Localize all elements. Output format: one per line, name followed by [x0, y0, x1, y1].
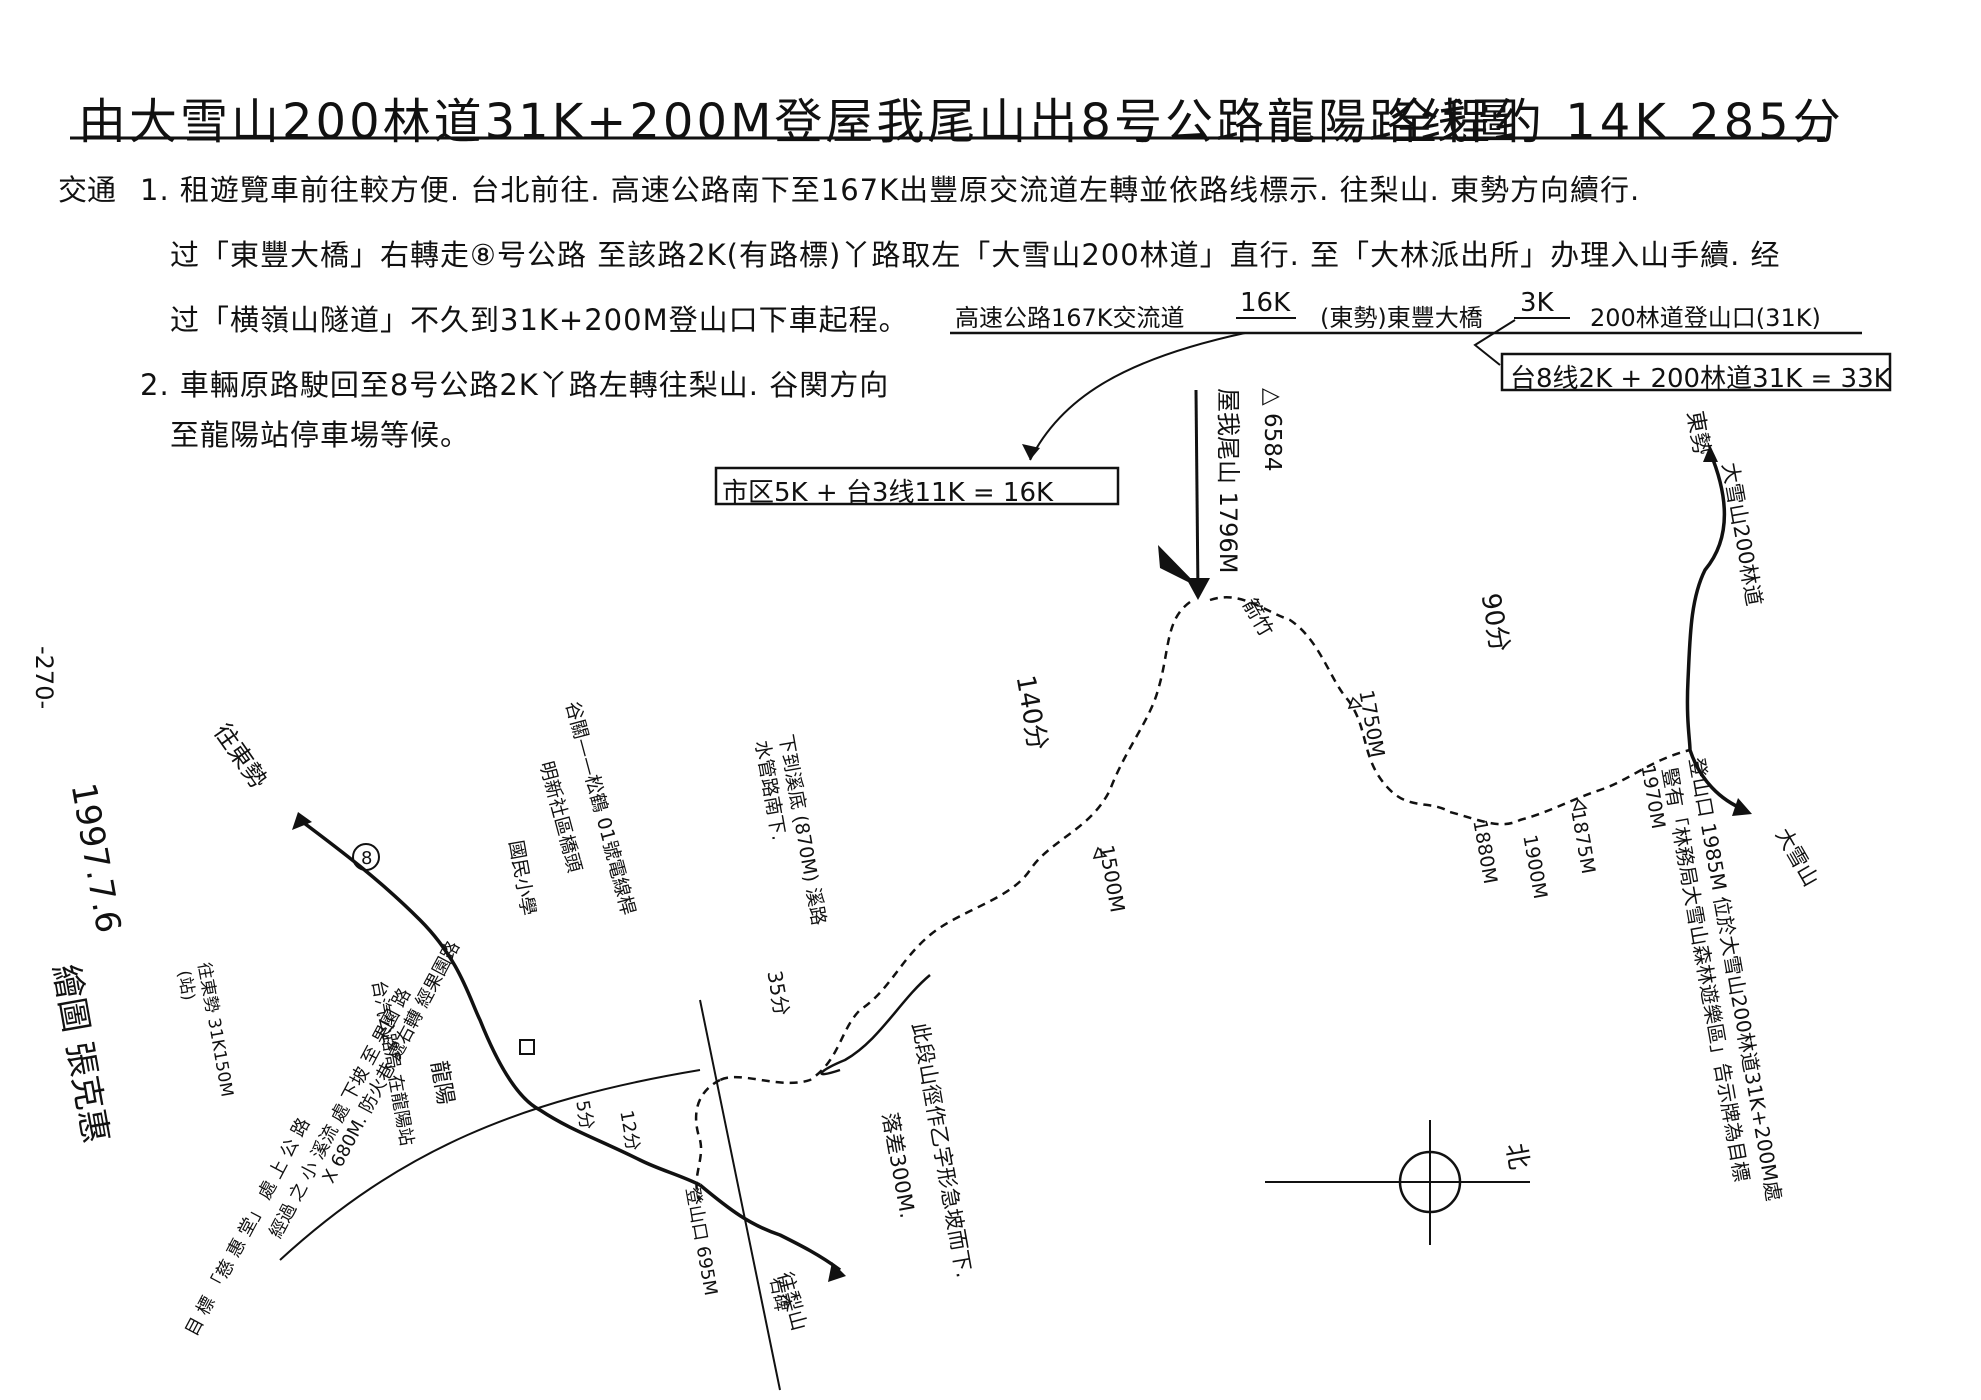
to-dongshi-label: 往東勢 [208, 718, 273, 794]
daxueshan-label: 大雪山 [1770, 824, 1824, 891]
transport-item1-line3: 过「横嶺山隧道」不久到31K+200M登山口下車起程。 [170, 303, 909, 337]
triangulation-point-label: △ 6584 [1259, 388, 1285, 472]
map-total-time: 全程约 14K 285分 [1390, 94, 1845, 150]
time-35-label: 35分 [762, 968, 794, 1018]
drawn-date: 1997.7.6 [62, 780, 129, 937]
transport-item2-line1: 2. 車輛原路駛回至8号公路2K丫路左轉往梨山. 谷関方向 [140, 368, 890, 402]
time-12-label: 12分 [615, 1108, 644, 1153]
elevation-1880: 1880M [1468, 818, 1502, 886]
distance-box-right: 台8线2K + 200林道31K = 33K [1510, 364, 1891, 394]
distance-16k: 16K [1240, 288, 1291, 318]
forest-road-trailhead-label: 200林道登山口(31K) [1590, 304, 1821, 332]
drop-note: 落差300M. [877, 1110, 920, 1221]
transport-item1-line1: 1. 租遊覽車前往較方便. 台北前往. 高速公路南下至167K出豐原交流道左轉並… [140, 173, 1641, 207]
distance-3k: 3K [1520, 288, 1554, 318]
road-to-lishan [698, 1183, 842, 1272]
station-note-2: (站) [173, 968, 199, 1003]
river-line [699, 999, 781, 1391]
bamboo-label: 箭竹 [1237, 594, 1279, 641]
dongfeng-bridge-label: (東勢)東豐大橋 [1320, 304, 1483, 332]
daxueshan-forest-road-label: 大雪山200林道 [1717, 460, 1767, 608]
elevation-1500: 1500M [1094, 843, 1130, 915]
time-140-label: 140分 [1009, 673, 1053, 753]
school-label: 國民小學 [504, 838, 540, 918]
summit-flag [1158, 545, 1200, 588]
distance-box-left: 市区5K + 台3线11K = 16K [722, 478, 1054, 508]
lower-trailhead-label: 登山口 695M [681, 1185, 722, 1298]
elevation-1875: 1875M [1566, 808, 1600, 876]
elevation-1750: 1750M [1354, 688, 1390, 760]
summit-arrow-shaft [1194, 389, 1200, 596]
station-km-note: 往東勢 31K150M [193, 960, 237, 1099]
to-dongshi-road-arrowhead [292, 812, 312, 830]
to-lishan-arrowhead [828, 1262, 846, 1282]
steep-section-note: 此段山徑作乙字形急坡而下. [907, 1020, 976, 1280]
ridge-trail-east [1209, 596, 1691, 826]
summit-name: 屋我尾山 1796M [1214, 388, 1242, 574]
map-title: 由大雪山200林道31K+200M登屋我尾山出8号公路龍陽路线圖 [78, 94, 1522, 150]
transport-item2-line2: 至龍陽站停車場等候。 [170, 418, 471, 452]
compass-north-label: 北 [1499, 1141, 1534, 1172]
route-8-number: 8 [361, 848, 373, 869]
transport-item1-line2: 过「東豐大橋」右轉走⑧号公路 至該路2K(有路標)丫路取左「大雪山200林道」直… [170, 238, 1781, 272]
to-daxueshan-arrowhead [1732, 798, 1752, 816]
time-90-label: 90分 [1474, 591, 1515, 655]
descent-trail [694, 1078, 721, 1201]
highway-interchange-label: 高速公路167K交流道 [955, 304, 1185, 332]
summit-arrow-head [1186, 578, 1210, 600]
drawn-by-label: 繪圖 張克惠 [44, 961, 116, 1147]
compass-circle [1398, 1150, 1462, 1214]
elevation-1900: 1900M [1518, 833, 1552, 901]
descent-note-3: 目 標 「慈 惠 堂」 處 上 公 路 [181, 1114, 315, 1340]
left-box-arrowhead [1022, 444, 1040, 460]
school-marker [519, 1039, 535, 1055]
longyang-label: 龍陽 [425, 1059, 458, 1107]
page-number: -270- [30, 646, 58, 710]
time-5-label: 5分 [571, 1098, 598, 1132]
east-dongshi-label: 東勢 [1681, 409, 1714, 457]
transport-label: 交通 [58, 173, 117, 207]
